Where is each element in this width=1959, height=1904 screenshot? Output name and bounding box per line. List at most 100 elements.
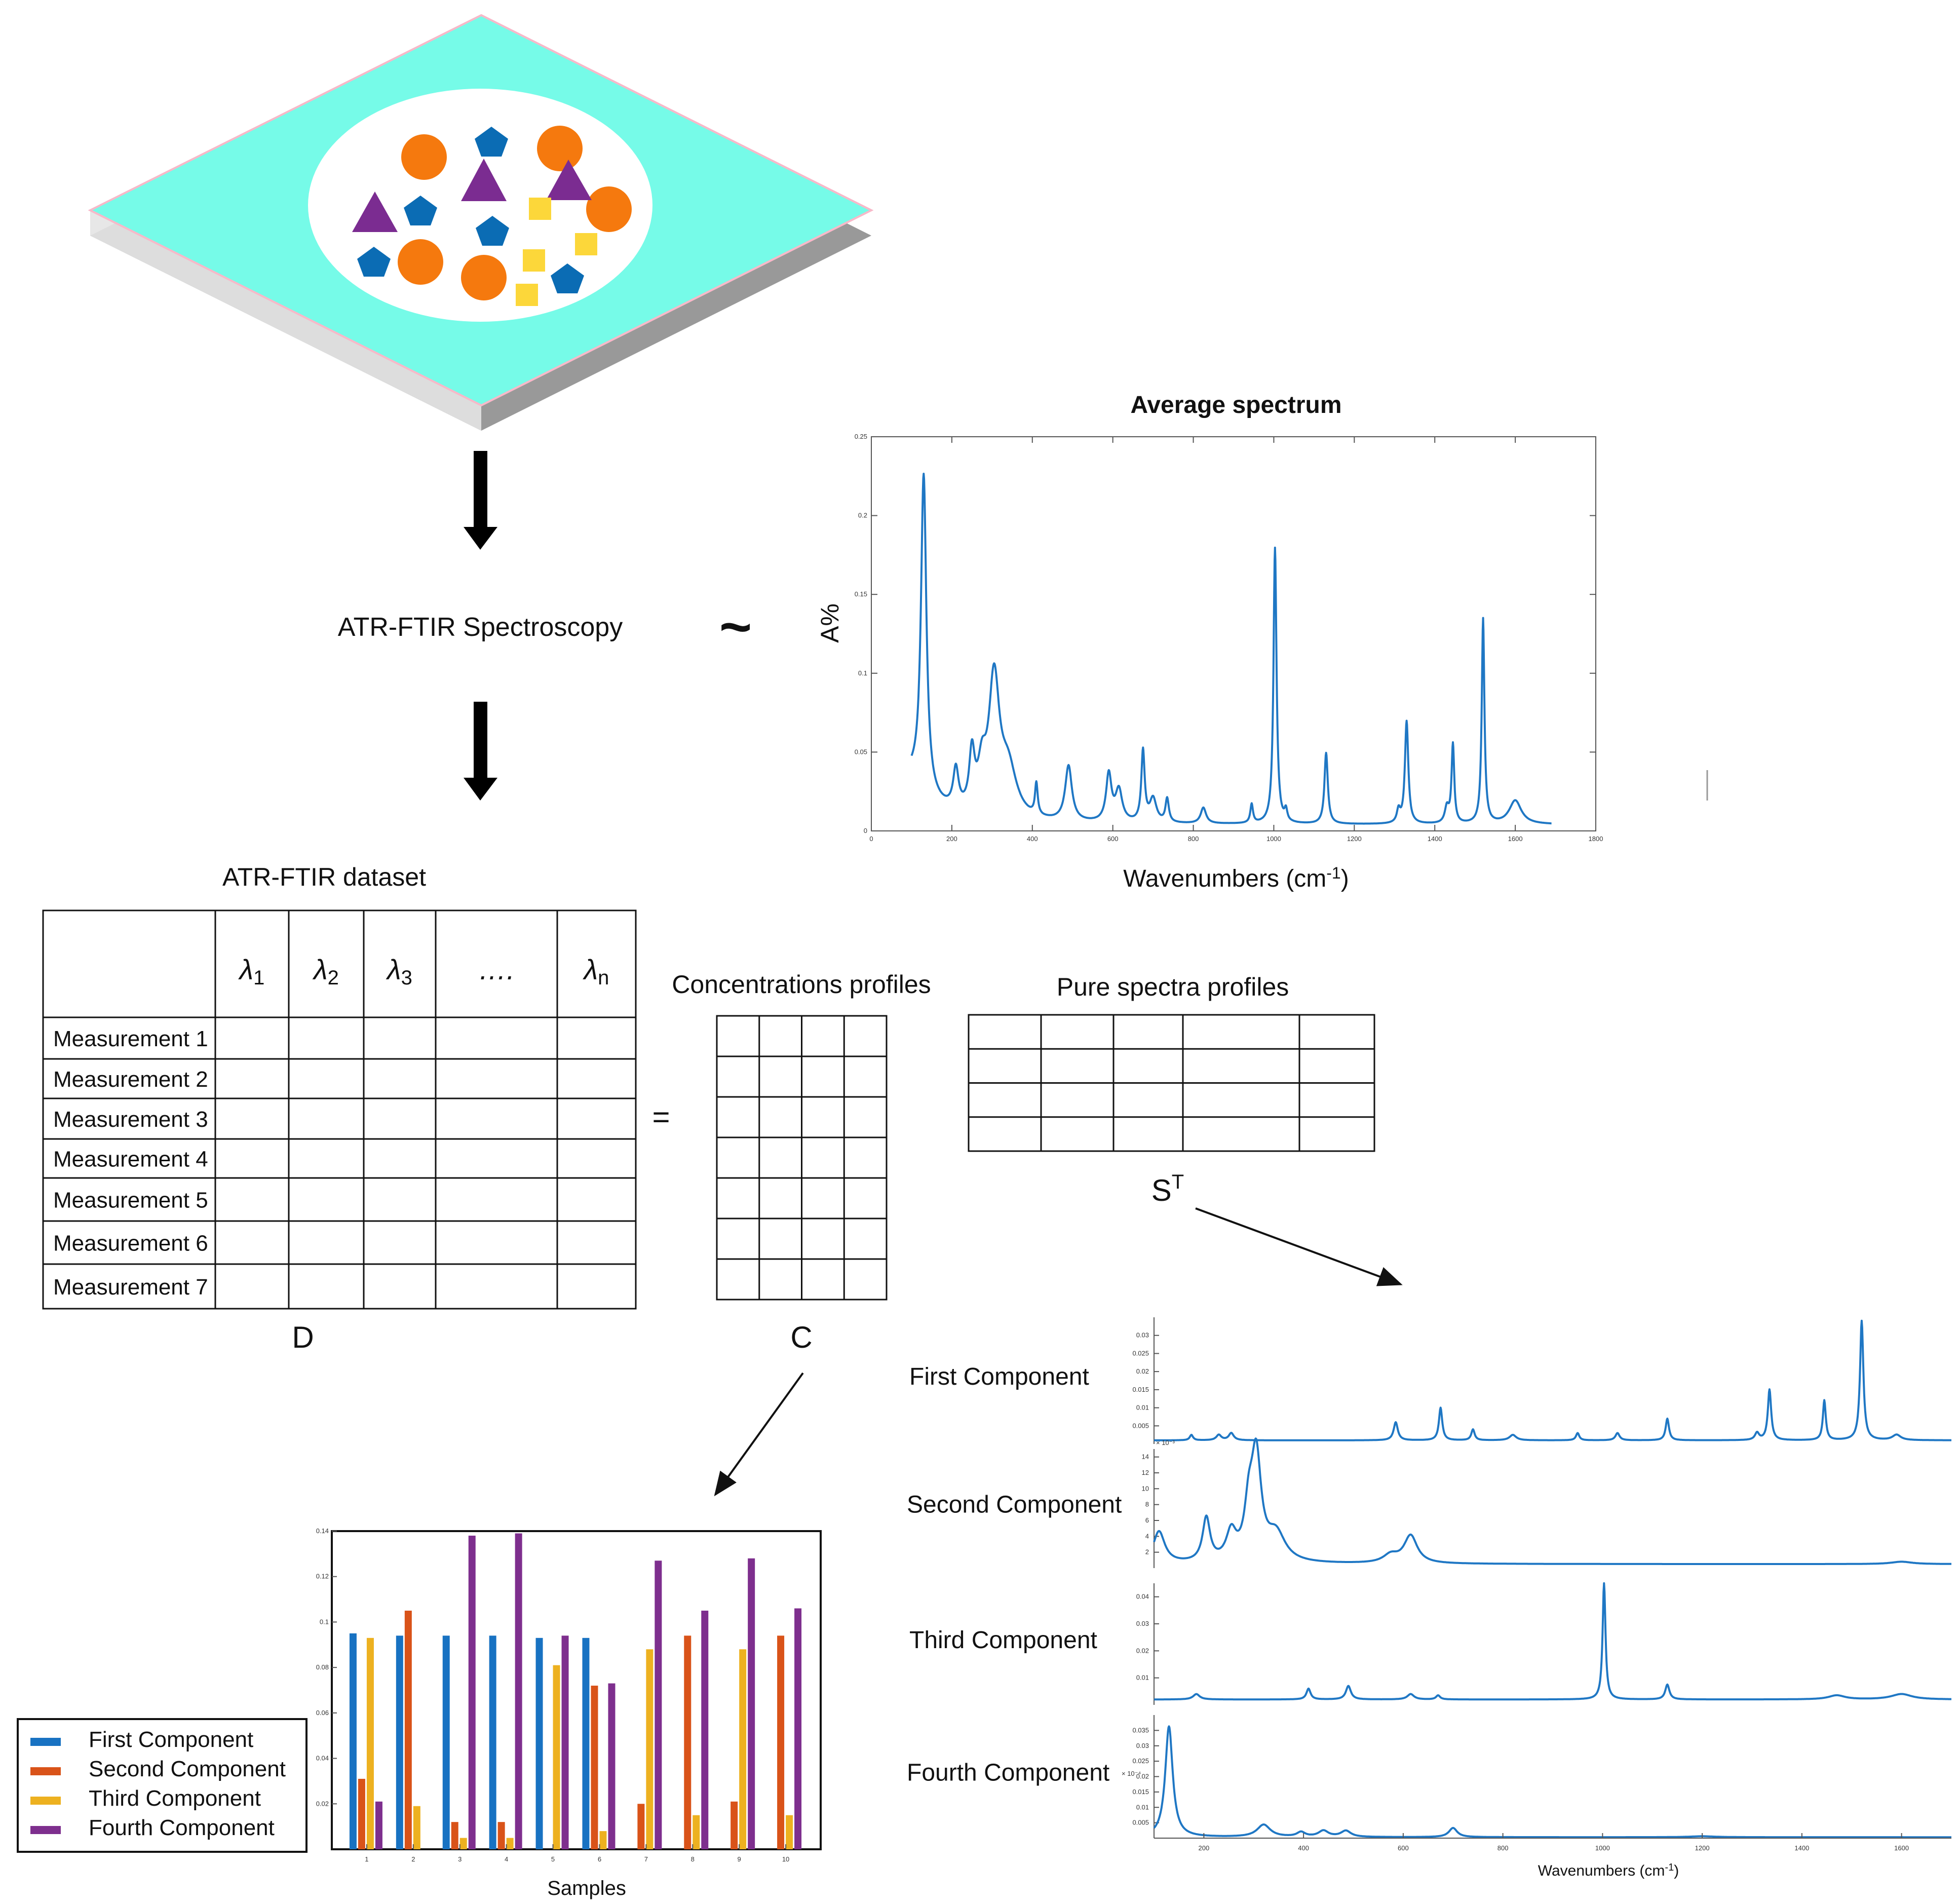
- avg-xlabel-end: ): [1341, 865, 1349, 892]
- blue-pentagon: [476, 216, 509, 246]
- avg-x-tick-label: 1600: [1508, 835, 1523, 843]
- d-column-symbol: λ: [238, 954, 254, 985]
- s-matrix-group: Pure spectra profiles ST: [968, 973, 1375, 1207]
- orange-circle: [586, 186, 632, 232]
- bar: [786, 1815, 793, 1849]
- legend-swatch: [30, 1738, 61, 1746]
- bar: [413, 1806, 420, 1849]
- bar: [375, 1801, 382, 1849]
- bar: [459, 1838, 467, 1849]
- d-column-subscript: n: [598, 967, 609, 989]
- s-superscript: T: [1172, 1171, 1184, 1193]
- bar: [655, 1560, 662, 1849]
- comp-y-tick-label: 0.005: [1132, 1819, 1149, 1826]
- avg-y-tick-label: 0.05: [855, 748, 867, 755]
- s-matrix-label: ST: [1151, 1171, 1184, 1207]
- d-row-label: Measurement 6: [53, 1231, 208, 1256]
- bar: [451, 1822, 458, 1849]
- bar: [497, 1822, 505, 1849]
- comp-xlabel-sup: -1: [1665, 1862, 1674, 1873]
- comp-y-tick-label: 8: [1145, 1501, 1149, 1508]
- legend-swatch: [30, 1826, 61, 1834]
- comp-y-tick-label: 0.015: [1132, 1386, 1149, 1393]
- d-column-header: λ1: [238, 954, 265, 989]
- d-row-label: Measurement 2: [53, 1067, 208, 1092]
- d-column-header: λn: [583, 954, 609, 989]
- comp-y-tick-label: 0.03: [1136, 1742, 1149, 1749]
- avg-y-tick-label: 0.15: [855, 590, 867, 598]
- bar: [646, 1649, 654, 1849]
- s-matrix: [968, 1014, 1375, 1152]
- bar: [701, 1611, 709, 1849]
- d-column-symbol: ….: [478, 954, 515, 985]
- bar: [404, 1611, 412, 1849]
- d-column-subscript: 3: [401, 967, 412, 989]
- comp-y-tick-label: 6: [1145, 1516, 1149, 1524]
- comp-x-tick-label: 800: [1497, 1844, 1509, 1852]
- comp-y-tick-label: 0.005: [1132, 1422, 1149, 1429]
- component-spectrum-line: [1154, 1582, 1952, 1701]
- legend-swatch: [30, 1797, 61, 1805]
- c-matrix-group: Concentrations profiles C: [672, 970, 931, 1354]
- avg-x-tick-label: 1000: [1266, 835, 1281, 843]
- bar: [489, 1635, 496, 1849]
- comp-y-tick-label: 0.02: [1136, 1367, 1149, 1375]
- component-label: First Component: [909, 1363, 1089, 1390]
- d-column-symbol: λ: [583, 954, 598, 985]
- bar-y-tick-label: 0.14: [316, 1527, 329, 1535]
- orange-circle: [398, 239, 443, 285]
- yellow-square: [529, 198, 551, 220]
- comp-y-tick-label: 0.03: [1136, 1620, 1149, 1627]
- approx-symbol: ~: [719, 596, 752, 658]
- bar: [506, 1838, 514, 1849]
- bar-y-tick-label: 0.12: [316, 1573, 329, 1580]
- bar-xlabel: Samples: [547, 1877, 626, 1899]
- bar: [599, 1831, 607, 1849]
- comp-y-tick-label: 4: [1145, 1532, 1149, 1540]
- d-column-header: ….: [478, 954, 515, 985]
- blue-pentagon: [551, 263, 584, 293]
- bar: [684, 1635, 692, 1849]
- bar-x-tick-label: 4: [505, 1855, 508, 1863]
- bar-y-tick-label: 0.08: [316, 1663, 329, 1671]
- avg-chart-xlabel: Wavenumbers (cm-1): [1123, 864, 1349, 892]
- d-row-label: Measurement 7: [53, 1275, 208, 1300]
- avg-x-tick-label: 1800: [1589, 835, 1603, 843]
- avg-x-tick-label: 1200: [1347, 835, 1362, 843]
- dataset-title: ATR-FTIR dataset: [222, 863, 426, 891]
- s-title: Pure spectra profiles: [1057, 973, 1289, 1001]
- avg-chart-ylabel: A%: [816, 603, 844, 643]
- bar-x-tick-label: 10: [782, 1855, 789, 1863]
- d-column-symbol: λ: [386, 954, 401, 985]
- d-row-label: Measurement 4: [53, 1147, 208, 1172]
- bar-x-tick-label: 8: [691, 1855, 695, 1863]
- c-title: Concentrations profiles: [672, 970, 931, 999]
- sample-plate: [88, 14, 874, 431]
- bar-x-tick-label: 9: [738, 1855, 741, 1863]
- avg-plot-frame: [871, 436, 1596, 831]
- comp-y-tick-label: 2: [1145, 1548, 1149, 1556]
- component-spectrum-line: [1154, 1319, 1952, 1441]
- comp-x-tick-label: 1000: [1595, 1844, 1610, 1852]
- bar: [358, 1778, 365, 1849]
- avg-spectrum-line: [910, 473, 1552, 825]
- blue-pentagon: [404, 196, 437, 225]
- bar-y-tick-label: 0.02: [316, 1800, 329, 1807]
- avg-x-tick-label: 0: [869, 835, 873, 843]
- purple-triangle: [352, 192, 398, 232]
- legend-item-label: Second Component: [89, 1757, 286, 1781]
- bar: [637, 1804, 645, 1849]
- s-to-components-arrow: [1195, 1207, 1403, 1286]
- comp-scale-label: × 10⁻⁴: [1122, 1770, 1141, 1777]
- avg-chart-title: Average spectrum: [1130, 392, 1341, 418]
- d-row-label: Measurement 5: [53, 1188, 208, 1213]
- component-label: Third Component: [909, 1627, 1097, 1654]
- bar-x-tick-label: 1: [365, 1855, 368, 1863]
- comp-y-tick-label: 0.01: [1136, 1404, 1149, 1412]
- bar-y-tick-label: 0.04: [316, 1755, 329, 1762]
- yellow-square: [575, 233, 597, 255]
